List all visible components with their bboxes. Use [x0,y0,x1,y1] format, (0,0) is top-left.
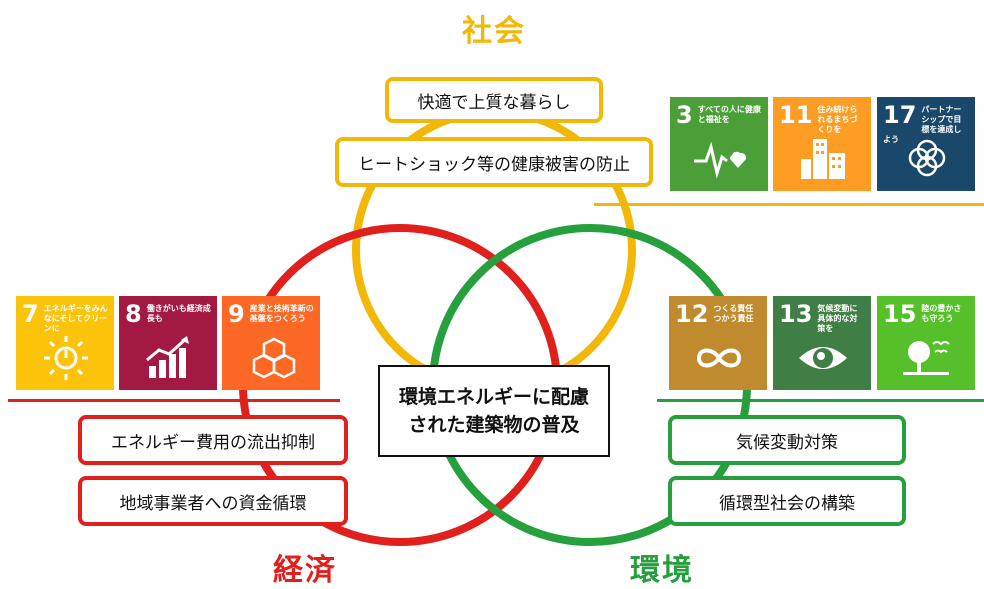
sdg-tile-9: 9 産業と技術革新の基盤をつくろう [222,296,320,390]
sdg-tile-8: 8 働きがいも経済成長も [119,296,217,390]
economy-title: 経済 [273,553,337,588]
society-box-heat-shock-prevention: ヒートショック等の健康被害の防止 [335,137,653,187]
society-box-comfortable-living: 快適で上質な暮らし [385,77,603,123]
center-line-1: 環境エネルギーに配慮 [398,386,589,408]
sdg-num: 7 [22,300,39,328]
sdg-label: 気候変動に具体的な対策を [817,304,858,333]
sdg-tile-7: 7 エネルギーをみんなにそしてクリーンに [16,296,114,390]
sdg-label: 陸の豊かさも守ろう [921,304,962,323]
sdg-tile-17: 17 パートナーシップで目標を達成しよう [877,97,975,191]
partnership-flower-icon [908,139,946,177]
center-line-2: された建築物の普及 [408,414,580,436]
sun-power-icon [44,336,88,380]
sdg-num: 12 [675,300,709,328]
sdg-tile-12: 12 つくる責任つかう責任 [669,296,767,390]
sdg-num: 13 [779,300,813,328]
earth-eye-icon [799,347,847,369]
sdg-label: エネルギーをみんなにそしてクリーンに [43,304,108,333]
sdg-tile-11: 11 住み続けられるまちづくりを [773,97,871,191]
cubes-icon [252,337,296,379]
sdg-label: 産業と技術革新の基盤をつくろう [249,304,314,323]
tree-birds-icon [903,341,950,375]
society-title: 社会 [462,14,526,49]
sdg-tile-15: 15 陸の豊かさも守ろう [877,296,975,390]
sdg-num: 3 [676,101,693,129]
sdg-num: 11 [779,101,813,129]
economy-box-local-funds: 地域事業者への資金循環 [78,476,348,526]
sdg-label: つくる責任つかう責任 [713,304,754,323]
sdg-label: 働きがいも経済成長も [146,304,211,323]
sdg-label: すべての人に健康と福祉を [697,105,761,124]
economy-box-energy-cost: エネルギー費用の流出抑制 [78,415,348,465]
environment-title: 環境 [630,553,694,588]
infinity-icon [696,348,742,368]
environment-box-circular-society: 循環型社会の構築 [668,476,906,526]
sdg-num: 15 [883,300,917,328]
center-statement-box: 環境エネルギーに配慮 された建築物の普及 [378,365,610,457]
environment-box-climate: 気候変動対策 [668,415,906,465]
growth-chart-icon [146,336,189,378]
sdg-tile-13: 13 気候変動に具体的な対策を [773,296,871,390]
heartbeat-icon [694,141,746,179]
environment-divider [657,399,984,402]
sdg-tile-3: 3 すべての人に健康と福祉を [670,97,768,191]
sdg-num: 9 [228,300,245,328]
sdg-label: 住み続けられるまちづくりを [817,105,858,134]
sdg-label: パートナーシップで目標を達成しよう [883,105,962,144]
sdg-num: 17 [883,101,917,129]
sdg-num: 8 [125,300,142,328]
society-divider [594,203,984,206]
economy-divider [8,399,340,402]
city-icon [801,139,845,179]
